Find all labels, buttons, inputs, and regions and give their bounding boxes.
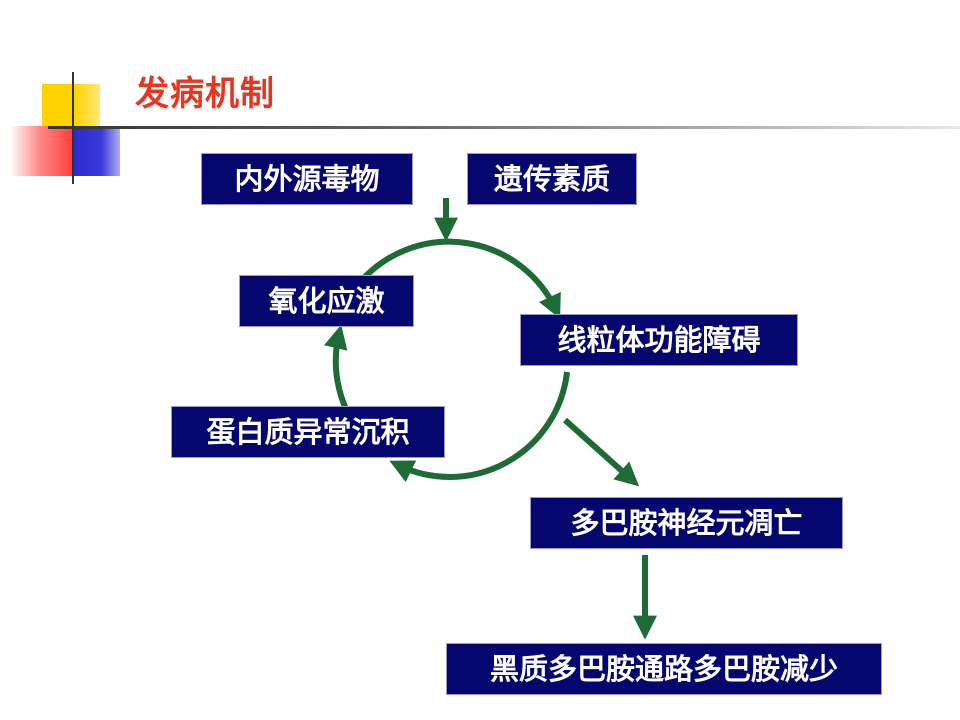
node-nigrostriatal-dopamine-reduction: 黑质多巴胺通路多巴胺减少 [446,643,882,695]
blue-square-decoration [74,128,120,176]
node-dopaminergic-neuron-death: 多巴胺神经元凋亡 [530,497,843,549]
node-mitochondrial-dysfunction: 线粒体功能障碍 [520,314,798,366]
cycle-arc-to-mitochondria [359,238,561,319]
node-external-toxins: 内外源毒物 [201,153,413,205]
diagonal-arrow [562,417,640,487]
horizontal-divider-line [48,126,960,129]
node-protein-aggregation: 蛋白质异常沉积 [171,406,445,458]
cycle-arc-to-protein [389,371,570,483]
red-square-decoration [10,126,74,176]
node-genetic-factors: 遗传素质 [467,153,637,205]
node-oxidative-stress: 氧化应激 [239,275,414,327]
page-title: 发病机制 [135,74,275,114]
